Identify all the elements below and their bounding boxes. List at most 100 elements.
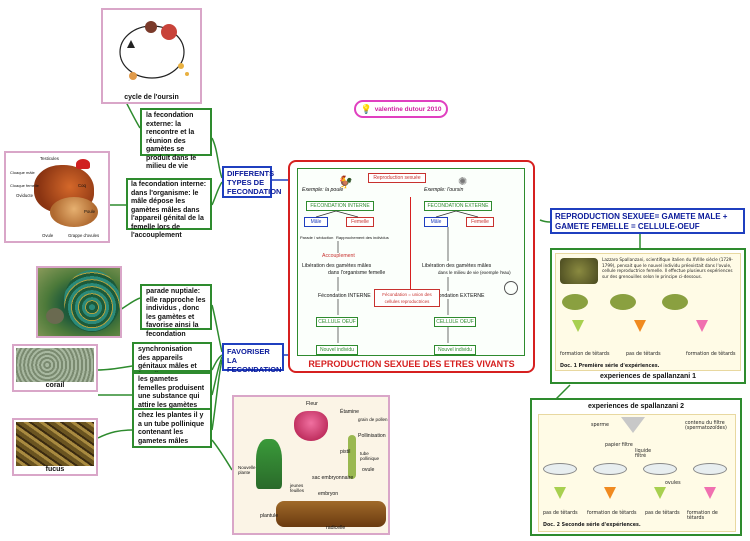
- note-synchro[interactable]: synchronisation des appareils génitaux m…: [132, 342, 212, 379]
- label-sac: sac embryonnaire: [312, 475, 354, 481]
- female-right: Femelle: [466, 217, 494, 227]
- fucus-image-frame[interactable]: fucus: [12, 418, 98, 476]
- corail-image-frame[interactable]: corail: [12, 344, 98, 392]
- flower-drawing: [294, 411, 328, 441]
- sp1-res2: pas de têtards: [626, 352, 661, 357]
- repro-sexuee-node[interactable]: REPRODUCTION SEXUEE= GAMETE MALE + GAMET…: [550, 208, 745, 234]
- center-diagram: Reproduction sexuée Exemple: la poule Ex…: [297, 168, 525, 356]
- accouplement: Accouplement: [322, 253, 355, 259]
- center-node[interactable]: Reproduction sexuée Exemple: la poule Ex…: [288, 160, 535, 373]
- lib-right: Libération des gamètes mâles: [422, 263, 492, 269]
- sp1-text: Lazzaro Spallanzani, scientifique italie…: [602, 257, 733, 279]
- author-text: valentine dutour 2010: [374, 105, 442, 113]
- arrow-pink: [696, 320, 708, 332]
- sp2-ovules: ovules: [665, 481, 681, 486]
- center-divider: [410, 197, 411, 307]
- arrow-orange: [634, 320, 646, 332]
- oursin-image-frame[interactable]: cycle de l'oursin: [101, 8, 202, 104]
- label-pollinisation: Pollinisation: [358, 433, 386, 439]
- cell-right: CELLULE OEUF: [434, 317, 476, 327]
- dish-4: [693, 463, 727, 475]
- plant-drawing: [256, 439, 282, 489]
- spallanzani1-figure: Lazzaro Spallanzani, scientifique italie…: [555, 253, 741, 371]
- note-externe[interactable]: la fecondation externe: la rencontre et …: [140, 108, 212, 170]
- sp1-res1: formation de têtards: [560, 352, 610, 357]
- spallanzani2-figure: sperme papier filtre liquide filtré cont…: [538, 414, 736, 532]
- lightbulb-icon: 💡: [360, 103, 372, 114]
- union-box: Fécondation = union des cellules reprodu…: [374, 289, 440, 307]
- spallanzani1-caption: experiences de spallanzani 1: [599, 373, 697, 380]
- arrow2-green: [554, 487, 566, 499]
- corail-photo: [16, 348, 94, 382]
- label-pistil: pistil: [340, 449, 351, 455]
- right-caption: Exemple: l'oursin: [424, 187, 464, 193]
- sp2-sperme: sperme: [591, 423, 610, 428]
- urchin-icon: ✺: [458, 176, 468, 188]
- label-testicules: Testicules: [40, 156, 59, 161]
- center-title: REPRODUCTION SEXUEE DES ETRES VIVANTS: [308, 359, 515, 369]
- hen-icon: 🐓: [338, 175, 353, 189]
- corail-caption: corail: [45, 382, 65, 389]
- spallanzani2-frame[interactable]: experiences de spallanzani 2 sperme papi…: [530, 398, 742, 536]
- label-cloaque-femelle: Cloaque femelle: [10, 183, 39, 188]
- label-ovule: ovule: [362, 467, 375, 473]
- arrow-green: [572, 320, 584, 332]
- peahen-body: [46, 308, 64, 324]
- label-radicelle: radicelle: [326, 525, 346, 531]
- pistil-drawing: [348, 435, 356, 479]
- dish-2: [593, 463, 627, 475]
- label-embryon: embryon: [318, 491, 339, 497]
- label-fleur: Fleur: [306, 401, 318, 407]
- label-nouvelle-plante: Nouvelle plante: [238, 465, 256, 475]
- frog-1: [562, 294, 588, 310]
- center-arrows: [315, 210, 479, 343]
- note-interne[interactable]: la fecondation interne: dans l'organisme…: [126, 178, 212, 239]
- sp1-doc: Doc. 1 Première série d'expériences.: [560, 364, 660, 369]
- sp2-doc: Doc. 2 Seconde série d'expériences.: [543, 523, 641, 528]
- female-left: Femelle: [346, 217, 374, 227]
- sp2-res4: formation de têtards: [687, 511, 718, 521]
- peacock-image-frame[interactable]: [36, 266, 122, 338]
- sp2-res3: pas de têtards: [645, 511, 680, 516]
- hen-body: [50, 197, 98, 227]
- label-cloaque-male: Cloaque mâle: [10, 170, 35, 175]
- arrow2-pink: [704, 487, 716, 499]
- favoriser-node[interactable]: FAVORISER LA FECONDATION: [222, 343, 284, 374]
- label-ovule: Ovule: [42, 233, 54, 238]
- plant-image-frame[interactable]: Fleur Étamine grain de pollen Pollinisat…: [232, 395, 390, 535]
- dish-1: [543, 463, 577, 475]
- arrow2-orange: [604, 487, 616, 499]
- top-label: Reproduction sexuée: [368, 173, 426, 183]
- sp2-papier: papier filtre: [605, 443, 633, 448]
- frog-photo: [560, 258, 598, 284]
- label-grappe: Grappe d'ovules: [68, 233, 100, 238]
- male-right: Mâle: [424, 217, 448, 227]
- left-caption: Exemple: la poule: [302, 187, 344, 193]
- sp2-res1: pas de têtards: [543, 511, 578, 516]
- new-right: Nouvel individu: [434, 345, 476, 355]
- funnel-icon: [621, 417, 645, 433]
- fucus-caption: fucus: [45, 466, 65, 473]
- note-plantes[interactable]: chez les plantes il y a un tube polliniq…: [132, 408, 212, 448]
- lib-right2: dans le milieu de vie (exemple l'eau): [438, 270, 511, 275]
- spallanzani2-title: experiences de spallanzani 2: [587, 403, 685, 410]
- arrow2-lime: [654, 487, 666, 499]
- spallanzani1-frame[interactable]: Lazzaro Spallanzani, scientifique italie…: [550, 248, 746, 384]
- label-pollen: grain de pollen: [358, 417, 388, 422]
- sp2-contenu: contenu du filtre (spermatozoïdes): [685, 421, 727, 431]
- label-poule: Poule: [84, 209, 95, 214]
- right-fec-box: FECONDATION EXTERNE: [424, 201, 492, 211]
- types-fecondation-node[interactable]: DIFFERENTS TYPES DE FECONDATION: [222, 166, 281, 198]
- label-etamine: Étamine: [340, 409, 360, 415]
- frog-2: [610, 294, 636, 310]
- label-plantule: plantule: [260, 513, 279, 519]
- left-fec-box: FECONDATION INTERNE: [306, 201, 374, 211]
- oursin-caption: cycle de l'oursin: [124, 94, 179, 101]
- label-jeunes-feuilles: jeunes feuilles: [290, 483, 305, 493]
- note-substance[interactable]: les gametes femelles produisent une subs…: [132, 372, 212, 417]
- author-badge: 💡 valentine dutour 2010: [354, 100, 448, 118]
- note-parade[interactable]: parade nuptiale: elle rapproche les indi…: [140, 284, 212, 338]
- cell-left: CELLULE OEUF: [316, 317, 358, 327]
- peacock-tail: [64, 270, 120, 332]
- rooster-image-frame[interactable]: Testicules Cloaque mâle Cloaque femelle …: [4, 151, 110, 243]
